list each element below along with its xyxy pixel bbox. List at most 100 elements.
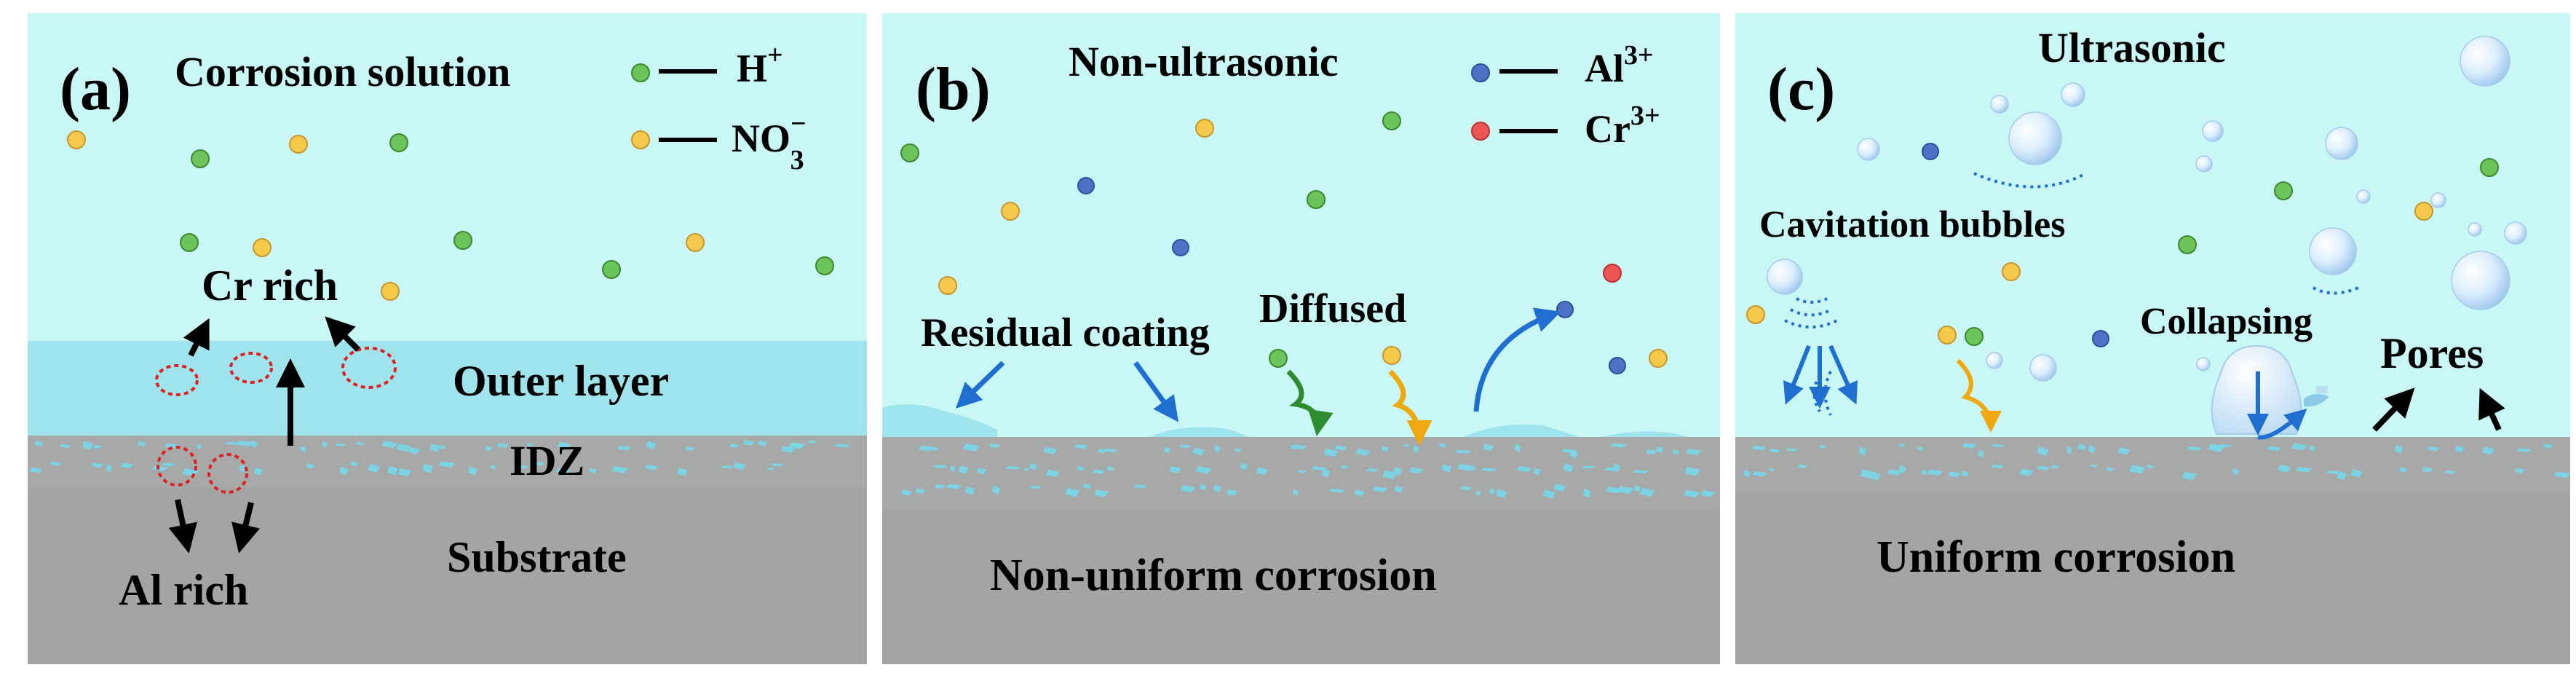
idz-fragment xyxy=(1179,444,1192,449)
idz-fragment xyxy=(557,441,571,451)
idz-fragment xyxy=(1632,470,1649,474)
cr-rich-site xyxy=(155,364,199,396)
idz-fragment xyxy=(422,463,434,473)
legend-no3-ion-icon xyxy=(631,130,650,149)
legend-cr-ion-icon xyxy=(1471,122,1490,141)
cavitation-bubble xyxy=(1986,352,2003,369)
idz-fragment xyxy=(1468,465,1476,471)
idz-fragment xyxy=(306,463,315,469)
idz-fragment xyxy=(2399,467,2408,473)
idz-fragment xyxy=(397,468,411,477)
idz-fragment xyxy=(2088,444,2096,454)
cavitation-bubble xyxy=(2202,120,2224,142)
al-rich-label: Al rich xyxy=(119,566,248,614)
idz-fragment xyxy=(164,443,180,449)
legend-no3-ion-label: NO−3 xyxy=(732,109,807,176)
arrow-black-icon xyxy=(2478,387,2505,431)
no3-ion xyxy=(67,130,86,149)
idz-fragment xyxy=(2516,448,2532,452)
idz-fragment xyxy=(2445,470,2455,475)
idz-fragment xyxy=(900,489,912,496)
cavitation-bubble xyxy=(2309,227,2357,275)
idz-fragment xyxy=(2326,471,2342,474)
h-ion xyxy=(1382,111,1401,130)
idz-fragment xyxy=(1582,465,1596,469)
panel-c-title: Ultrasonic xyxy=(2038,24,2226,71)
idz-fragment xyxy=(919,445,933,452)
cavitation-bubble xyxy=(2468,222,2482,237)
idz-fragment xyxy=(429,444,441,452)
idz-fragment xyxy=(1409,467,1423,474)
cr-rich-label: Cr rich xyxy=(202,261,338,310)
idz-fragment xyxy=(300,446,307,452)
idz-fragment xyxy=(933,465,948,468)
idz-fragment xyxy=(1683,489,1700,498)
bubbles xyxy=(1767,36,2527,382)
residual-coating-patch xyxy=(1601,431,1689,437)
wave-icon xyxy=(1790,308,1832,317)
idz-fragment xyxy=(611,466,629,473)
no3-ion xyxy=(381,282,400,301)
idz-fragment xyxy=(1101,448,1119,452)
idz-fragment xyxy=(106,463,113,473)
idz-fragment xyxy=(1438,443,1446,448)
idz-fragment xyxy=(322,441,328,449)
idz-fragment xyxy=(1133,484,1148,489)
idz-fragment xyxy=(1240,463,1248,471)
idz-fragment xyxy=(151,465,168,471)
no3-ion xyxy=(2002,262,2021,281)
idz-fragment xyxy=(408,446,420,454)
panel-b-solution xyxy=(882,13,1720,437)
arrow-green-icon xyxy=(1286,369,1333,436)
idz-fragment xyxy=(120,462,134,468)
idz-fragment xyxy=(1200,484,1207,491)
idz-fragment xyxy=(2077,444,2086,451)
idz-fragment xyxy=(2182,471,2197,481)
idz-fragment xyxy=(729,443,739,449)
idz-fragment xyxy=(1256,467,1268,476)
no3-ion xyxy=(1938,326,1957,344)
idz-fragment xyxy=(254,467,263,476)
idz-fragment xyxy=(1334,445,1347,451)
idz-fragment xyxy=(935,484,946,489)
idz-fragment xyxy=(1517,465,1532,472)
no3-ion xyxy=(2414,202,2433,221)
idz-fragment xyxy=(1751,445,1767,451)
idz-fragment xyxy=(1686,449,1702,456)
idz-label: IDZ xyxy=(510,437,584,484)
idz-fragment xyxy=(2337,471,2347,481)
arrow-orange-icon xyxy=(1956,358,2002,433)
idz-fragment xyxy=(1991,444,2005,447)
cavitation-bubble xyxy=(2460,36,2510,87)
panel-b-fragments xyxy=(900,443,1715,499)
idz-fragment xyxy=(336,443,346,446)
h-ion xyxy=(180,233,199,252)
wave-icon xyxy=(1973,172,2087,189)
idz-fragment xyxy=(1023,468,1030,471)
h-ion xyxy=(1307,190,1325,209)
al-ion xyxy=(1556,301,1574,318)
idz-fragment xyxy=(1700,489,1715,497)
no3-ion xyxy=(1195,119,1214,138)
idz-fragment xyxy=(2187,446,2203,451)
panel-c-ions xyxy=(1746,143,2499,347)
idz-fragment xyxy=(484,446,493,452)
wave-icon xyxy=(1796,297,1828,304)
idz-fragment xyxy=(1612,463,1620,472)
idz-fragment xyxy=(1460,486,1473,491)
idz-fragment xyxy=(1482,444,1494,452)
idz-fragment xyxy=(1355,448,1371,456)
idz-fragment xyxy=(162,462,177,467)
residual-coating-patch xyxy=(1150,427,1248,437)
substrate-label: Substrate xyxy=(447,533,627,581)
legend-h-ion-icon xyxy=(631,63,650,82)
idz-fragment xyxy=(721,465,733,469)
h-ion xyxy=(1269,349,1288,368)
idz-fragment xyxy=(396,443,411,452)
idz-fragment xyxy=(1962,443,1977,449)
idz-fragment xyxy=(59,444,71,449)
cavitation-bubble xyxy=(1857,138,1880,161)
idz-fragment xyxy=(1563,463,1574,473)
idz-fragment xyxy=(1226,489,1237,496)
h-ion xyxy=(2480,158,2499,177)
